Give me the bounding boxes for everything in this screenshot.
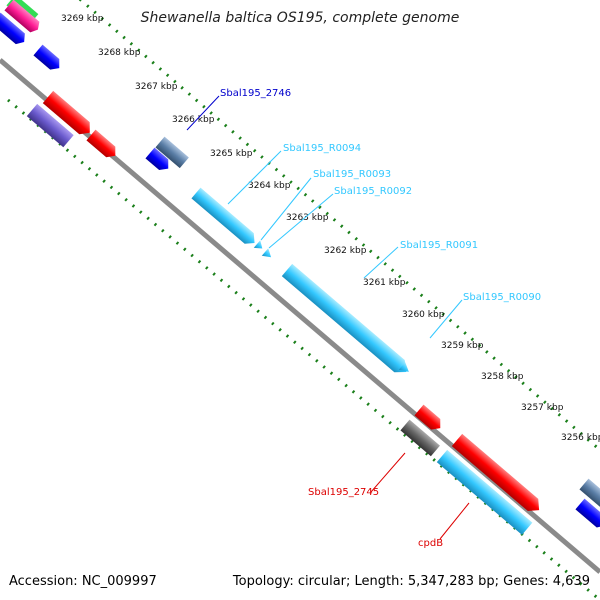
kbp-label: 3268 kbp bbox=[98, 48, 141, 58]
kbp-label: 3269 kbp bbox=[61, 14, 104, 24]
leader-line bbox=[186, 95, 220, 131]
gene-top-left-magenta[interactable] bbox=[4, 0, 42, 35]
kbp-label: 3256 kbp bbox=[561, 433, 600, 443]
topology-text: Topology: circular; Length: 5,347,283 bp… bbox=[232, 574, 590, 589]
gene-red-3267-b[interactable] bbox=[86, 129, 119, 161]
gene-blue-right-edge[interactable] bbox=[579, 478, 600, 509]
kbp-label: 3259 kbp bbox=[441, 341, 484, 351]
accession-text: Accession: NC_009997 bbox=[9, 574, 157, 589]
genome-title: Shewanella baltica OS195, complete genom… bbox=[140, 10, 460, 26]
kbp-label: 3263 kbp bbox=[286, 213, 329, 223]
gene-sbal195-r0092[interactable] bbox=[261, 248, 275, 261]
gene-red-large[interactable] bbox=[451, 433, 545, 516]
gene-sbal195-r0093[interactable] bbox=[253, 240, 266, 252]
gene-label-sbal195-2746[interactable]: Sbal195_2746 bbox=[220, 88, 291, 99]
gene-sbal195-2746[interactable] bbox=[155, 136, 189, 169]
gene-red-3267-a[interactable] bbox=[42, 90, 95, 139]
kbp-label: 3261 kbp bbox=[363, 278, 406, 288]
leader-line bbox=[439, 502, 470, 540]
leader-line bbox=[268, 193, 334, 249]
gene-label-sbal195-2745[interactable]: Sbal195_2745 bbox=[308, 487, 379, 498]
kbp-label: 3265 kbp bbox=[210, 149, 253, 159]
kbp-label: 3260 kbp bbox=[402, 310, 445, 320]
gene-cpdb[interactable] bbox=[436, 449, 533, 535]
gene-sbal195-r0091[interactable] bbox=[281, 263, 412, 378]
leader-line bbox=[429, 299, 463, 339]
gene-blue-3268[interactable] bbox=[33, 44, 63, 74]
gene-sbal195-r0094[interactable] bbox=[191, 187, 259, 249]
kbp-label: 3267 kbp bbox=[135, 82, 178, 92]
kbp-label: 3258 kbp bbox=[481, 372, 524, 382]
gene-sbal195-2745[interactable] bbox=[400, 419, 440, 457]
kbp-label: 3257 kbp bbox=[521, 403, 564, 413]
gene-blue-right-edge-2[interactable] bbox=[575, 498, 600, 531]
gene-label-sbal195-r0090[interactable]: Sbal195_R0090 bbox=[463, 292, 541, 303]
kbp-label: 3264 kbp bbox=[248, 181, 291, 191]
gene-label-cpdb[interactable]: cpdB bbox=[418, 538, 443, 549]
kbp-label: 3266 kbp bbox=[172, 115, 215, 125]
gene-blue-3266[interactable] bbox=[145, 147, 172, 174]
gene-label-sbal195-r0091[interactable]: Sbal195_R0091 bbox=[400, 240, 478, 251]
gene-purple-3267[interactable] bbox=[26, 103, 74, 148]
outer-tick-track bbox=[78, 0, 600, 452]
leader-line bbox=[227, 150, 282, 205]
gene-sbal195-r0090[interactable] bbox=[398, 362, 412, 375]
gene-label-sbal195-r0094[interactable]: Sbal195_R0094 bbox=[283, 143, 361, 154]
gene-red-3257[interactable] bbox=[414, 404, 444, 434]
leader-line bbox=[260, 177, 312, 241]
gene-top-left-blue[interactable] bbox=[0, 12, 29, 48]
leader-line bbox=[370, 452, 406, 493]
gene-label-sbal195-r0092[interactable]: Sbal195_R0092 bbox=[334, 186, 412, 197]
kbp-label: 3262 kbp bbox=[324, 246, 367, 256]
gene-label-sbal195-r0093[interactable]: Sbal195_R0093 bbox=[313, 169, 391, 180]
leader-line bbox=[363, 246, 399, 279]
